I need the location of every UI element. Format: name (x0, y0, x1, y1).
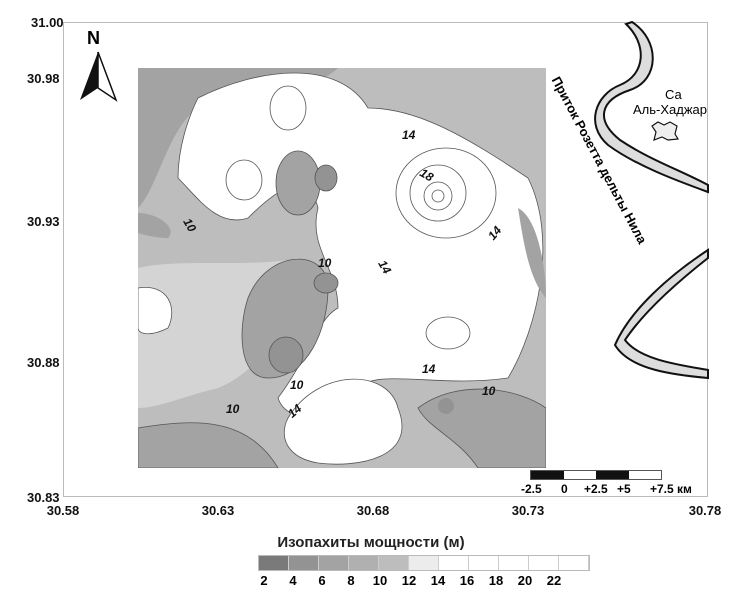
legend-tick: 20 (517, 573, 533, 588)
y-tick: 30.88 (27, 355, 60, 370)
legend-swatch (529, 556, 559, 570)
y-tick: 30.98 (27, 71, 60, 86)
contour-label: 10 (482, 384, 496, 398)
town-label: Аль-Хаджар (633, 102, 708, 117)
contour-label: 14 (402, 128, 416, 142)
legend-tick: 14 (430, 573, 446, 588)
legend-tick: 10 (372, 573, 388, 588)
x-tick: 30.58 (46, 503, 80, 518)
legend-swatch (319, 556, 349, 570)
legend-tick: 16 (459, 573, 475, 588)
scale-label: 0 (561, 482, 568, 496)
legend-tick: 22 (546, 573, 562, 588)
y-tick: 30.83 (27, 490, 60, 505)
river-branch (594, 20, 709, 380)
x-tick: 30.78 (688, 503, 722, 518)
legend-swatch (349, 556, 379, 570)
legend-swatch (499, 556, 529, 570)
scale-label: +7.5 км (650, 482, 692, 496)
scale-bar (530, 470, 662, 480)
town-icon (651, 121, 680, 141)
legend-tick: 2 (260, 573, 268, 588)
legend-tick: 12 (401, 573, 417, 588)
scale-label: +2.5 (584, 482, 608, 496)
town-label: Са (665, 87, 682, 102)
y-tick: 31.00 (31, 15, 64, 30)
north-label: N (87, 28, 100, 48)
x-tick: 30.73 (511, 503, 545, 518)
scale-label: -2.5 (521, 482, 542, 496)
y-tick: 30.93 (27, 214, 60, 229)
legend-swatch (259, 556, 289, 570)
legend-ticks: 2 4 6 8 10 12 14 16 18 20 22 (0, 573, 742, 593)
legend-swatch (559, 556, 589, 570)
contour-label: 10 (290, 378, 304, 392)
contour-label: 10 (318, 256, 332, 270)
legend-tick: 4 (289, 573, 297, 588)
contour-label: 14 (422, 362, 436, 376)
legend-color-bar (258, 555, 590, 571)
isopach-contour-map (138, 68, 546, 468)
legend-swatch (439, 556, 469, 570)
x-tick: 30.68 (356, 503, 390, 518)
legend-swatch (289, 556, 319, 570)
legend-swatch (409, 556, 439, 570)
x-tick: 30.63 (201, 503, 235, 518)
north-arrow-icon (80, 51, 118, 102)
legend-title: Изопахиты мощности (м) (277, 534, 465, 551)
contour-label: 10 (226, 402, 240, 416)
legend-tick: 8 (347, 573, 355, 588)
legend-swatch (379, 556, 409, 570)
legend-tick: 6 (318, 573, 326, 588)
legend-swatch (469, 556, 499, 570)
scale-label: +5 (617, 482, 631, 496)
legend-tick: 18 (488, 573, 504, 588)
